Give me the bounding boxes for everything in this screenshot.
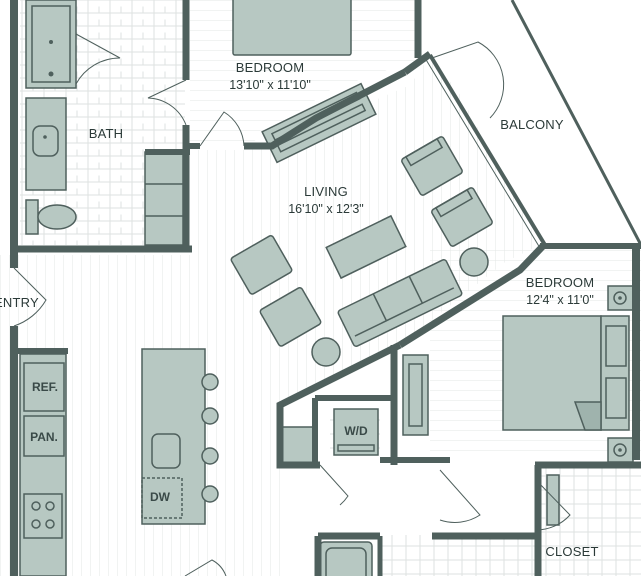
fixture-label-pan: PAN.: [30, 430, 58, 444]
tub: [319, 541, 373, 576]
labels: BEDROOM 13'10" x 11'10" BATH BALCONY LIV…: [0, 60, 598, 559]
fixture-label-dw: DW: [150, 490, 171, 504]
room-label-bedroom-right: BEDROOM: [526, 275, 595, 290]
washer-dryer: [333, 408, 379, 456]
sofa: [337, 258, 463, 348]
fixture-label-wd: W/D: [344, 424, 368, 438]
fixture-label-ref: REF.: [32, 380, 58, 394]
side-table: [311, 337, 341, 367]
room-label-closet: CLOSET: [545, 544, 598, 559]
armchair: [230, 235, 293, 295]
walls: [10, 0, 641, 576]
toilet-tank: [25, 199, 39, 235]
side-table: [459, 247, 489, 277]
room-dims-bedroom-top: 13'10" x 11'10": [229, 78, 311, 92]
dresser: [402, 354, 429, 436]
room-label-entry: ENTRY: [0, 295, 39, 310]
room-label-living: LIVING: [304, 184, 348, 199]
room-label-bedroom-top: BEDROOM: [236, 60, 305, 75]
room-label-bath: BATH: [89, 126, 124, 141]
coffee-table: [325, 214, 407, 280]
room-dims-bedroom-right: 12'4" x 11'0": [526, 293, 594, 307]
room-label-balcony: BALCONY: [500, 117, 564, 132]
linen-cabinet: [144, 151, 184, 246]
furniture: [19, 0, 634, 576]
bed-top: [232, 0, 352, 56]
room-dims-living: 16'10" x 12'3": [288, 202, 364, 216]
doors: [13, 33, 571, 576]
armchair: [259, 287, 322, 347]
